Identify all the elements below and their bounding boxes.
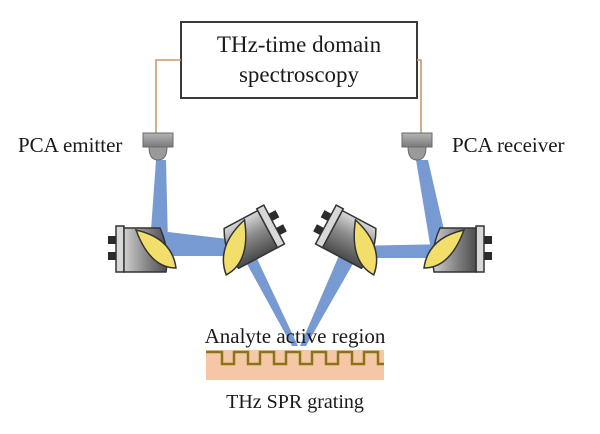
parabolic-mirror-icon [313,204,378,276]
receiver-wire [417,59,422,133]
thz-beam-path [150,160,452,346]
pca-receiver-label: PCA receiver [452,133,565,157]
spectroscopy-title-line2: spectroscopy [239,62,360,87]
emitter-wire [155,59,181,133]
thz-spr-grating [206,350,384,380]
parabolic-mirror-icon [423,225,492,273]
parabolic-mirror-icon [222,204,287,276]
spectroscopy-title-line1: THz-time domain [217,32,382,57]
pca-receiver-icon [401,132,433,161]
pca-emitter-icon [142,132,174,161]
spectroscopy-box: THz-time domain spectroscopy [180,21,418,99]
parabolic-mirror-icon [108,225,177,273]
pca-emitter-label: PCA emitter [18,133,122,157]
thz-spr-grating-label: THz SPR grating [226,391,364,413]
analyte-active-region-label: Analyte active region [205,324,386,348]
